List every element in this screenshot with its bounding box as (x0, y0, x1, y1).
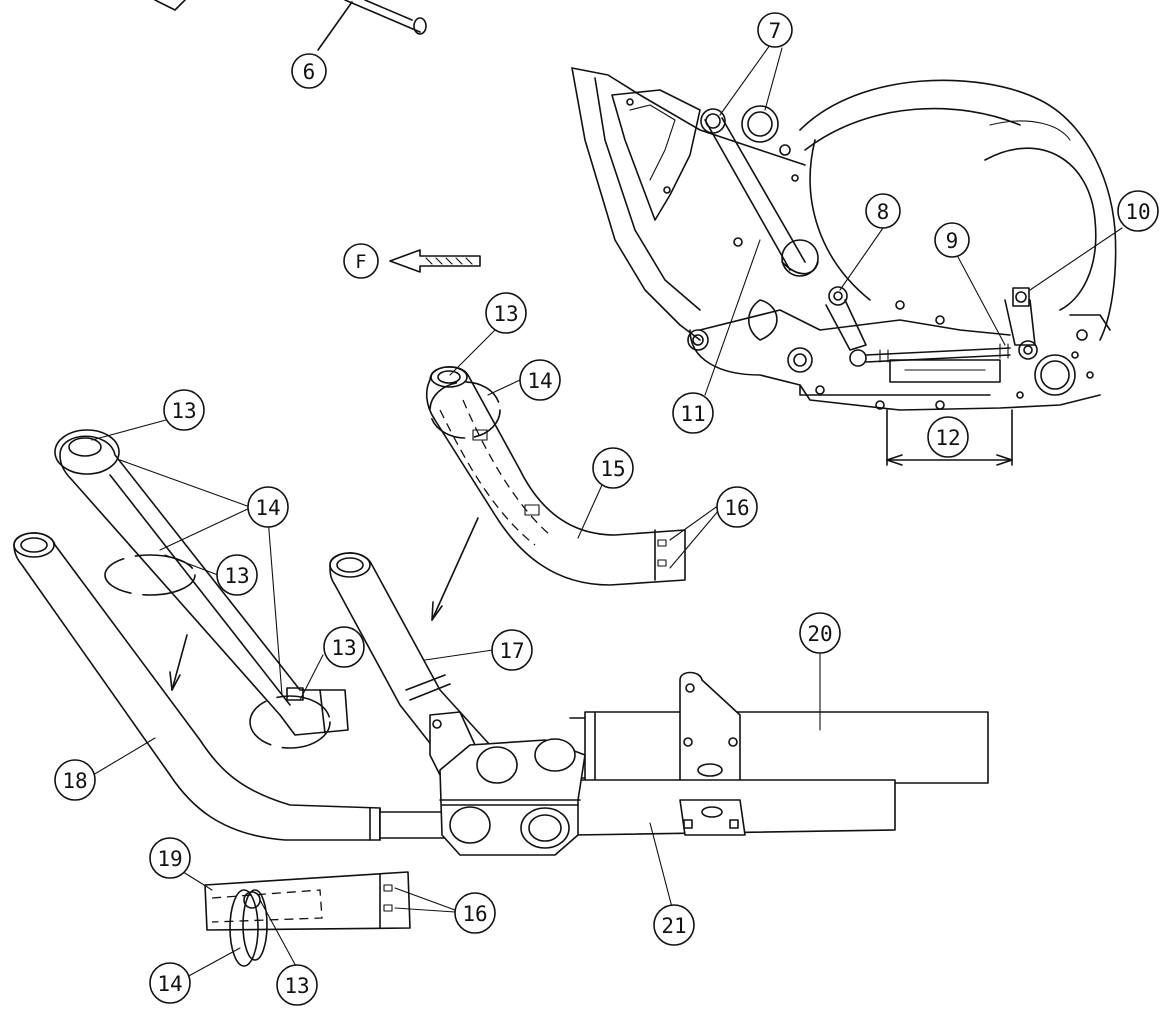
callout-label: 15 (600, 457, 625, 481)
callout-label: 10 (1125, 200, 1150, 224)
callout-18: 18 (54, 759, 96, 801)
exhaust-pipe-15 (425, 366, 686, 586)
callout-11: 11 (672, 392, 714, 434)
callout-17: 17 (491, 629, 533, 671)
callout-label: 9 (946, 229, 959, 253)
callout-8: 8 (865, 193, 901, 229)
callout-label: 13 (171, 399, 196, 423)
callout-19: 19 (149, 837, 191, 879)
front-indicator-label: F (356, 251, 367, 273)
leader-lines (91, 1, 1123, 979)
callout-label: 17 (499, 639, 524, 663)
callout-label: 13 (493, 302, 518, 326)
callout-13: 13 (216, 554, 258, 596)
callout-13: 13 (485, 292, 527, 334)
callout-13: 13 (163, 389, 205, 431)
callout-label: 14 (527, 369, 552, 393)
muffler-21 (574, 779, 896, 836)
callout-16: 16 (454, 892, 496, 934)
callout-21: 21 (653, 904, 695, 946)
callout-16: 16 (716, 486, 758, 528)
exhaust-collector-box (429, 711, 586, 856)
callout-label: 19 (157, 847, 182, 871)
callout-6: 6 (291, 53, 327, 89)
callout-label: 7 (769, 19, 782, 43)
callout-label: 16 (462, 902, 487, 926)
callout-14: 14 (519, 359, 561, 401)
callout-15: 15 (592, 447, 634, 489)
callout-label: 16 (724, 496, 749, 520)
callout-label: 14 (255, 496, 280, 520)
callout-label: 8 (877, 200, 890, 224)
callout-13: 13 (323, 626, 365, 668)
front-indicator-badge: F (343, 243, 379, 279)
exhaust-pipe-left-upper (54, 429, 349, 749)
callout-9: 9 (934, 222, 970, 258)
callout-label: 21 (661, 914, 686, 938)
front-direction-arrow (389, 249, 481, 273)
callout-12: 12 (927, 416, 969, 458)
callout-20: 20 (799, 612, 841, 654)
pipe-fragment-top (154, 0, 427, 51)
callout-label: 20 (807, 622, 832, 646)
callout-13: 13 (276, 964, 318, 1006)
heat-shield-19 (204, 871, 411, 967)
callout-label: 13 (331, 636, 356, 660)
assembly-arrows (169, 517, 479, 691)
callout-14: 14 (149, 962, 191, 1004)
engine-frame-illustration (571, 67, 1117, 466)
callout-label: 6 (303, 60, 316, 84)
callout-14: 14 (247, 486, 289, 528)
callout-7: 7 (757, 12, 793, 48)
callout-label: 12 (935, 426, 960, 450)
callout-label: 14 (157, 972, 182, 996)
callout-label: 18 (62, 769, 87, 793)
callout-label: 11 (680, 402, 705, 426)
callout-label: 13 (284, 974, 309, 998)
callout-10: 10 (1117, 190, 1159, 232)
callout-label: 13 (224, 564, 249, 588)
exhaust-pipe-18 (13, 532, 446, 841)
